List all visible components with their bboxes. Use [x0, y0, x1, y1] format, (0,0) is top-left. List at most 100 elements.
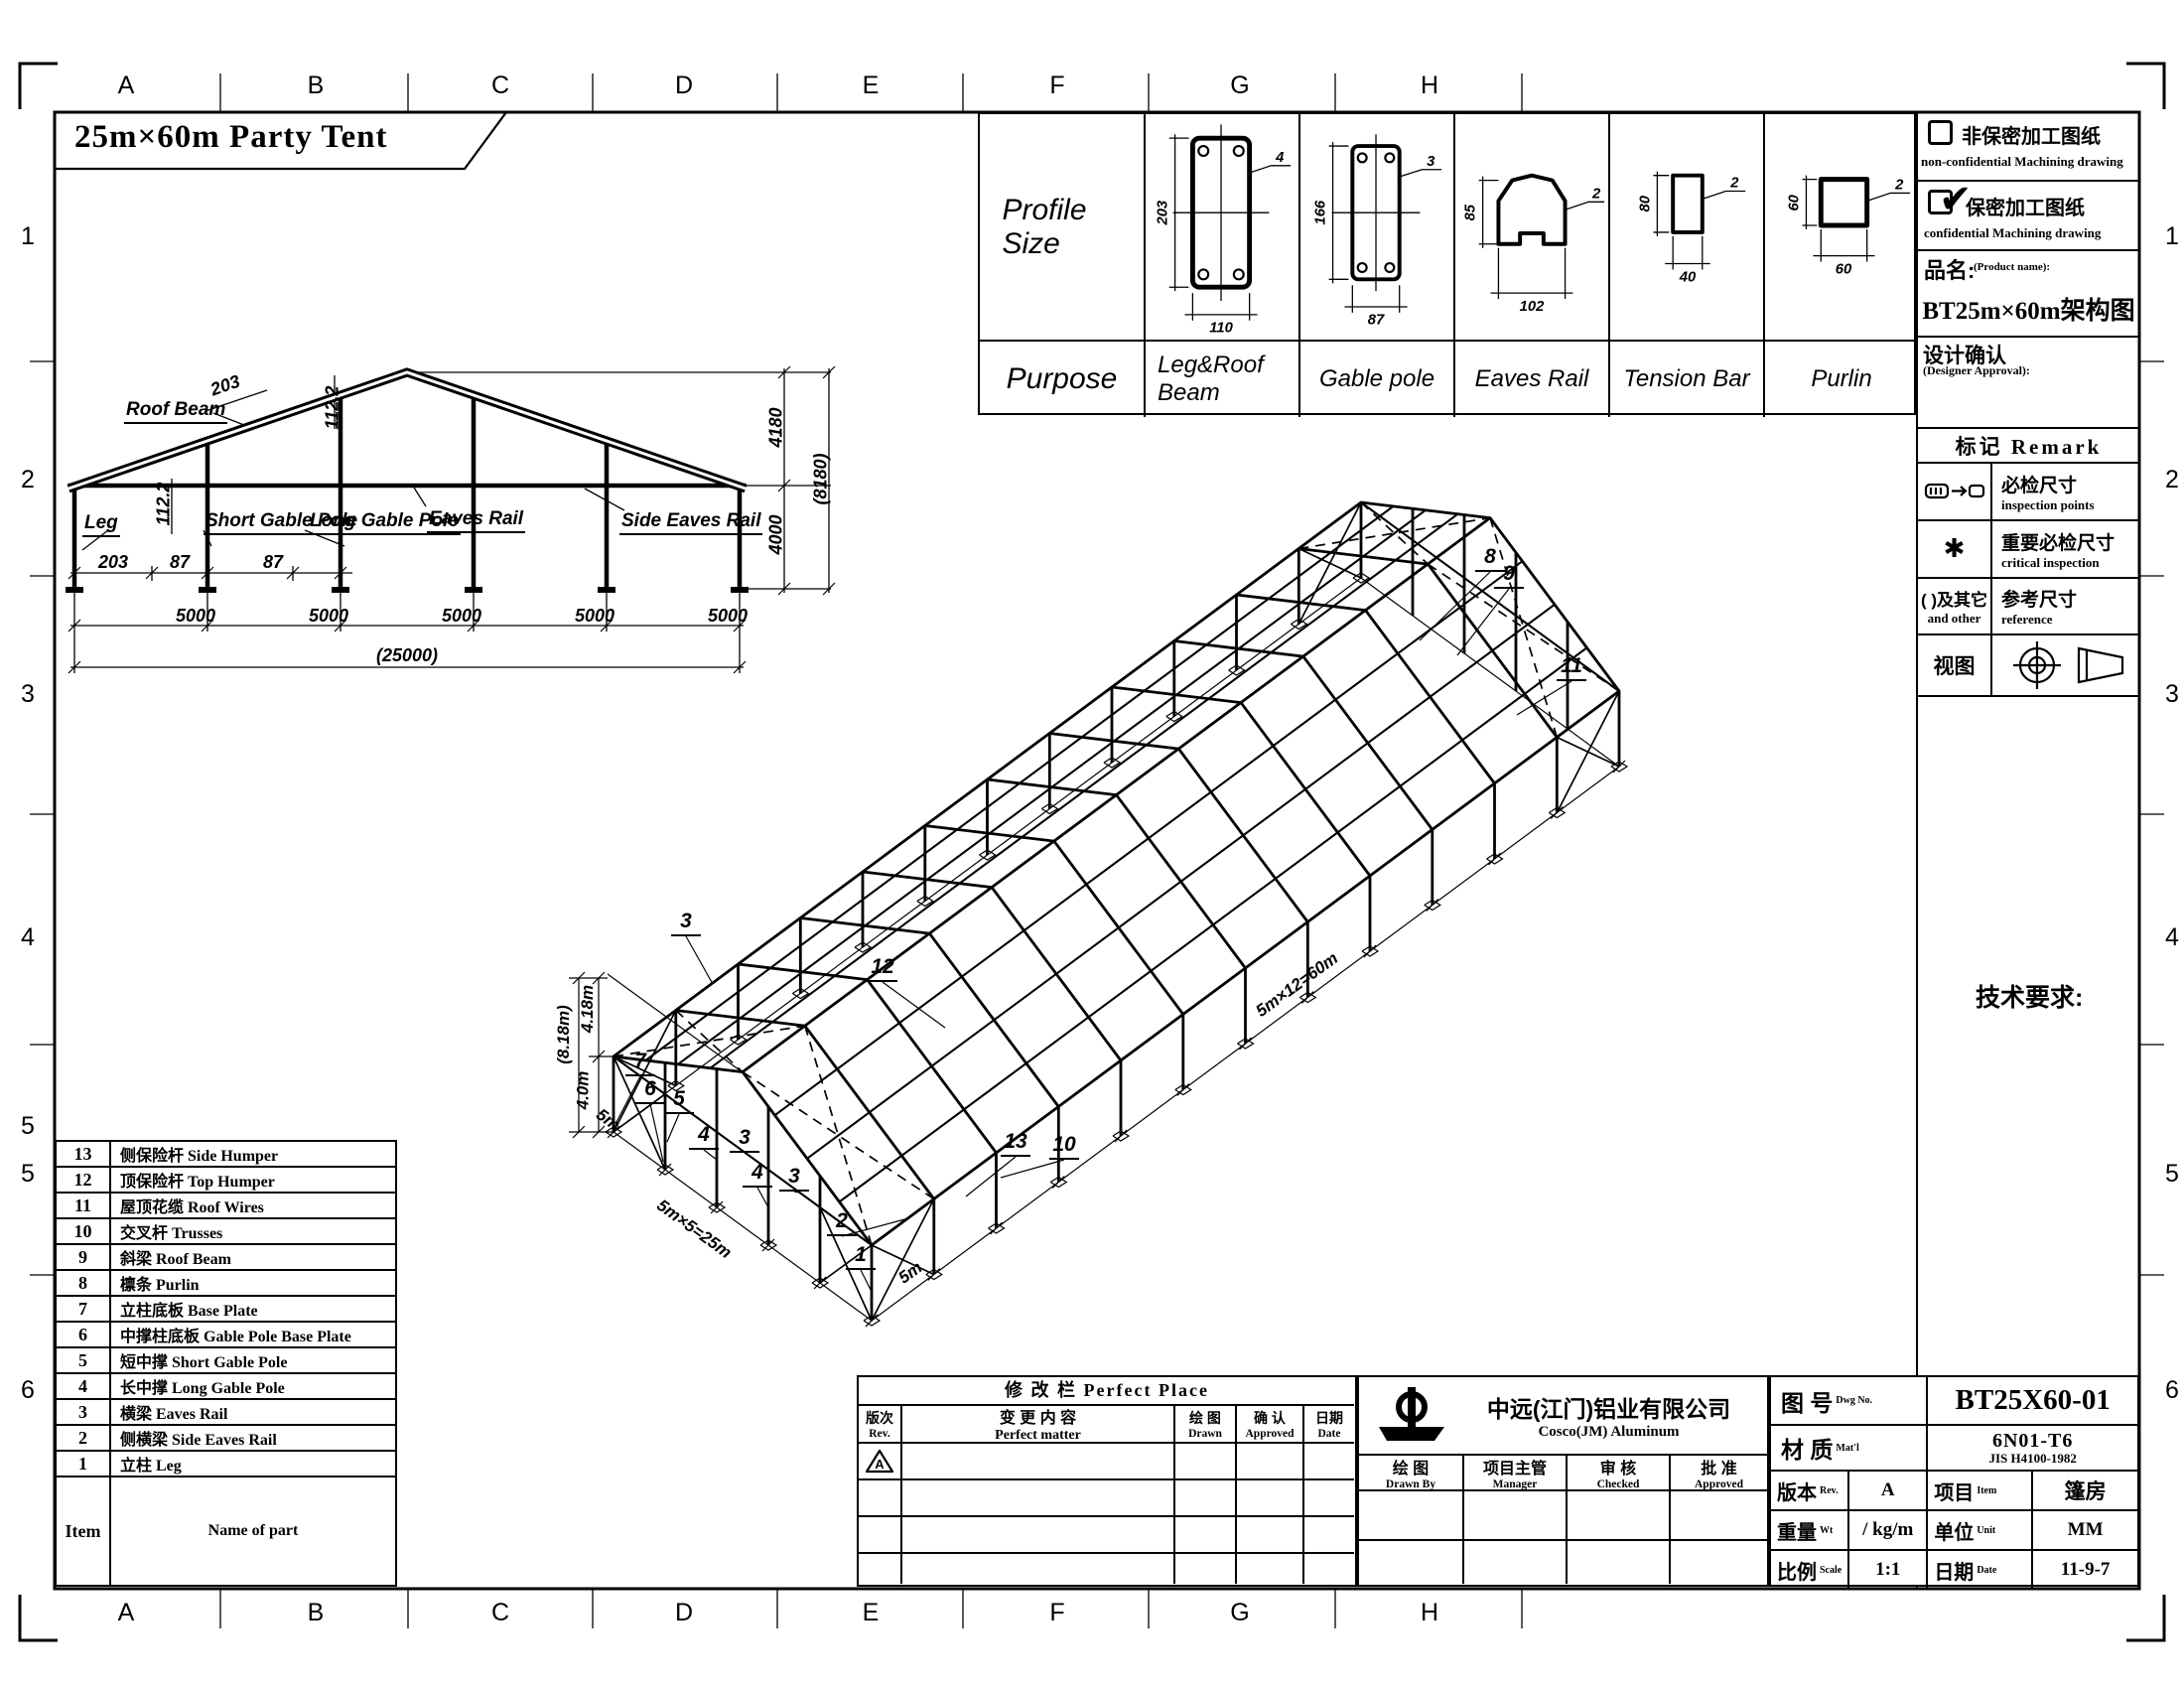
profile-cell-gable-pole: 166 87 3	[1298, 114, 1453, 340]
designer-approval-row: 设计确认 (Designer Approval):	[1918, 338, 2139, 429]
part-callout-6: 6	[635, 1077, 665, 1104]
confidential-checkbox[interactable]: ✔	[1928, 182, 1973, 222]
svg-text:166: 166	[1313, 200, 1329, 224]
sign-col-en: Checked	[1596, 1478, 1640, 1490]
part-name: 檩条 Purlin	[120, 1277, 200, 1294]
stamp-column: 非保密加工图纸 non-confidential Machining drawi…	[1916, 112, 2139, 1589]
nonconfidential-checkbox[interactable]	[1928, 120, 1953, 145]
zone-letter-top: G	[1230, 71, 1250, 99]
remark-row-critical: ✱ 重要必检尺寸 critical inspection	[1918, 521, 2139, 579]
part-callout-4: 4	[689, 1123, 719, 1150]
zone-number-left: 1	[21, 222, 35, 250]
product-name-row: 品名: (Product name): BT25m×60m架构图	[1918, 251, 2139, 338]
zone-letter-top: F	[1049, 71, 1065, 99]
svg-text:A: A	[875, 1457, 885, 1472]
dim-wall-height: 4000	[765, 514, 786, 555]
part-name: 横梁 Eaves Rail	[120, 1406, 228, 1423]
confidential-label-cn: 保密加工图纸	[1966, 198, 2085, 219]
purpose-text: Tension Bar	[1623, 365, 1750, 392]
wt-label-en: Wt	[1820, 1524, 1834, 1536]
sign-col-cn: 批 准	[1701, 1461, 1737, 1477]
zone-number-right: 5	[2165, 1160, 2179, 1188]
part-name: 短中撑 Short Gable Pole	[120, 1354, 288, 1371]
svg-text:2: 2	[1729, 176, 1739, 192]
corner-mark-bl	[18, 1595, 58, 1642]
rev-col-cn: 绘 图	[1189, 1410, 1221, 1426]
part-callout-3: 3	[730, 1126, 759, 1153]
isometric-view	[569, 500, 1629, 1328]
zone-number-right: 6	[2165, 1376, 2179, 1404]
elevation-footings	[66, 587, 749, 593]
remark-en: reference	[2001, 612, 2053, 627]
weight-value: / kg/m	[1847, 1509, 1927, 1549]
part-name: 斜梁 Roof Beam	[120, 1251, 231, 1268]
profile-size-table: Profile Size 203 110 4 166 87	[978, 112, 1918, 417]
purpose-label: Purpose	[1006, 362, 1118, 395]
zone-letter-bottom: A	[117, 1599, 135, 1626]
material-label-cn: 材 质	[1781, 1437, 1834, 1463]
revision-triangle-icon: A	[865, 1449, 894, 1473]
remark-row-inspection: 必检尺寸 inspection points	[1918, 464, 2139, 521]
part-number: 4	[57, 1374, 111, 1398]
nonconfidential-label-en: non-confidential Machining drawing	[1921, 154, 2123, 169]
profile-cell-leg-roof-beam: 203 110 4	[1144, 114, 1298, 340]
zone-number-right: 2	[2165, 466, 2179, 493]
part-number: 6	[57, 1323, 111, 1346]
purpose-cell-4: Purlin	[1763, 340, 1918, 417]
dwg-no-label-en: Dwg No.	[1836, 1395, 1873, 1406]
purpose-header-cell: Purpose	[980, 340, 1144, 417]
front-elevation	[66, 365, 836, 674]
part-number: 2	[57, 1426, 111, 1450]
iso-dim-label: 4.18m	[578, 984, 598, 1034]
zone-letter-bottom: H	[1420, 1599, 1439, 1626]
part-callout-3: 3	[671, 910, 701, 936]
unit-label-en: Unit	[1977, 1524, 1996, 1536]
gable-pole-section-icon: 166 87 3	[1313, 134, 1442, 329]
svg-text:80: 80	[1637, 195, 1653, 211]
nonconfidential-label-cn: 非保密加工图纸	[1962, 126, 2101, 148]
part-number: 3	[57, 1400, 111, 1424]
dim-bay-5000: 5000	[175, 606, 216, 626]
parts-list-row: 3 横梁 Eaves Rail	[57, 1398, 395, 1424]
part-callout-12: 12	[868, 955, 897, 982]
material-label-en: Mat'l	[1836, 1442, 1859, 1454]
remark-row-reference: ( )及其它 and other 参考尺寸 reference	[1918, 579, 2139, 635]
inspection-symbol-icon	[1918, 464, 1992, 519]
rev-col-en: Approved	[1245, 1428, 1295, 1440]
zone-ticks	[30, 73, 2164, 1628]
confidential-row: ✔ 保密加工图纸 confidential Machining drawing	[1918, 182, 2139, 251]
zone-number-left: 3	[21, 680, 35, 708]
part-callout-11: 11	[1557, 654, 1586, 681]
profile-size-label: Profile Size	[1002, 193, 1087, 260]
unit-label-cn: 单位	[1934, 1521, 1975, 1544]
zone-letter-bottom: F	[1049, 1599, 1065, 1626]
purlin-section-icon: 60 60 2	[1787, 175, 1911, 277]
designer-approval-en: (Designer Approval):	[1923, 363, 2030, 377]
iso-dim-label: (8.18m)	[553, 1005, 573, 1064]
corner-mark-br	[2126, 1595, 2166, 1642]
scale-label-en: Scale	[1820, 1564, 1843, 1576]
part-number: 1	[57, 1452, 111, 1476]
part-number: 12	[57, 1168, 111, 1192]
part-name: 立柱底板 Base Plate	[120, 1303, 258, 1320]
sign-col-en: Drawn By	[1385, 1478, 1436, 1490]
projection-symbol-icon	[2012, 641, 2123, 689]
purpose-cell-1: Gable pole	[1298, 340, 1453, 417]
elevation-label-long-gable-pole: Long Gable Pole	[308, 510, 461, 535]
svg-text:40: 40	[1679, 269, 1697, 285]
svg-text:102: 102	[1520, 299, 1545, 315]
dim-offset-112: 112.2	[322, 385, 342, 430]
leg-roof-beam-section-icon: 203 110 4	[1156, 124, 1292, 337]
profile-cell-eaves-rail: 85 102 2	[1453, 114, 1608, 340]
svg-text:2: 2	[1894, 177, 1904, 193]
dim-offset-112: 112.2	[153, 482, 174, 526]
zone-letter-bottom: E	[862, 1599, 880, 1626]
